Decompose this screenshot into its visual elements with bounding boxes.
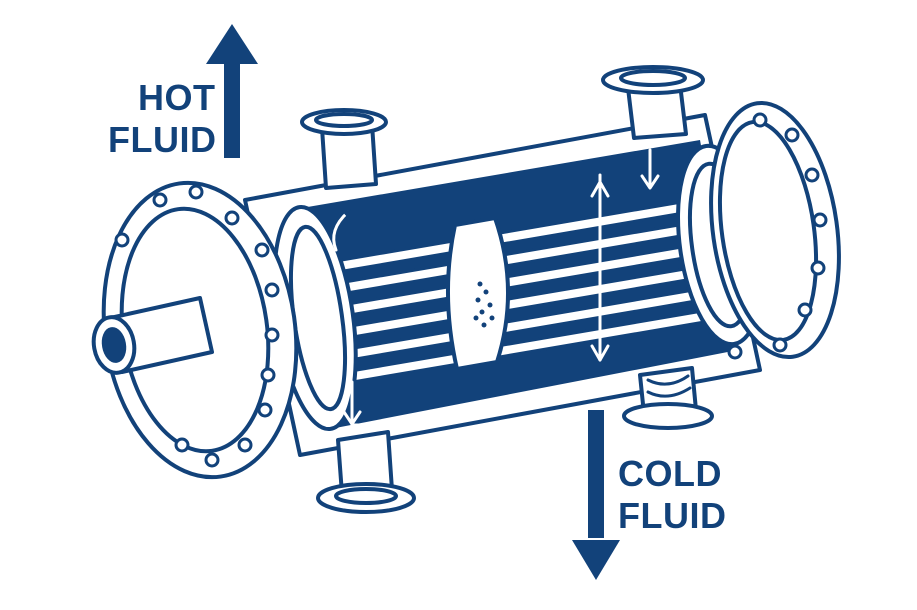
hot-fluid-label: HOT FLUID [108,77,216,160]
arrow-down-icon [572,410,620,580]
cold-label-line2: FLUID [618,495,726,536]
channel-nozzle [91,296,214,375]
cold-label-line1: COLD [618,453,722,494]
baffle-holes [473,281,495,328]
baffle [445,216,511,371]
cold-fluid-label: COLD FLUID [618,453,726,536]
nozzle-bottom-right [622,366,714,430]
flange-bolts-left [114,184,280,468]
arrow-up-icon [206,24,258,158]
flow-arrows [332,148,660,427]
nozzle-top-left [300,108,388,190]
flange-bolts-right [727,112,828,360]
hot-label-line2: FLUID [108,119,216,160]
nozzle-bottom-left [316,430,416,514]
nozzle-top-right [601,65,705,140]
hot-label-line1: HOT [138,77,216,118]
end-flange-right [709,100,841,360]
